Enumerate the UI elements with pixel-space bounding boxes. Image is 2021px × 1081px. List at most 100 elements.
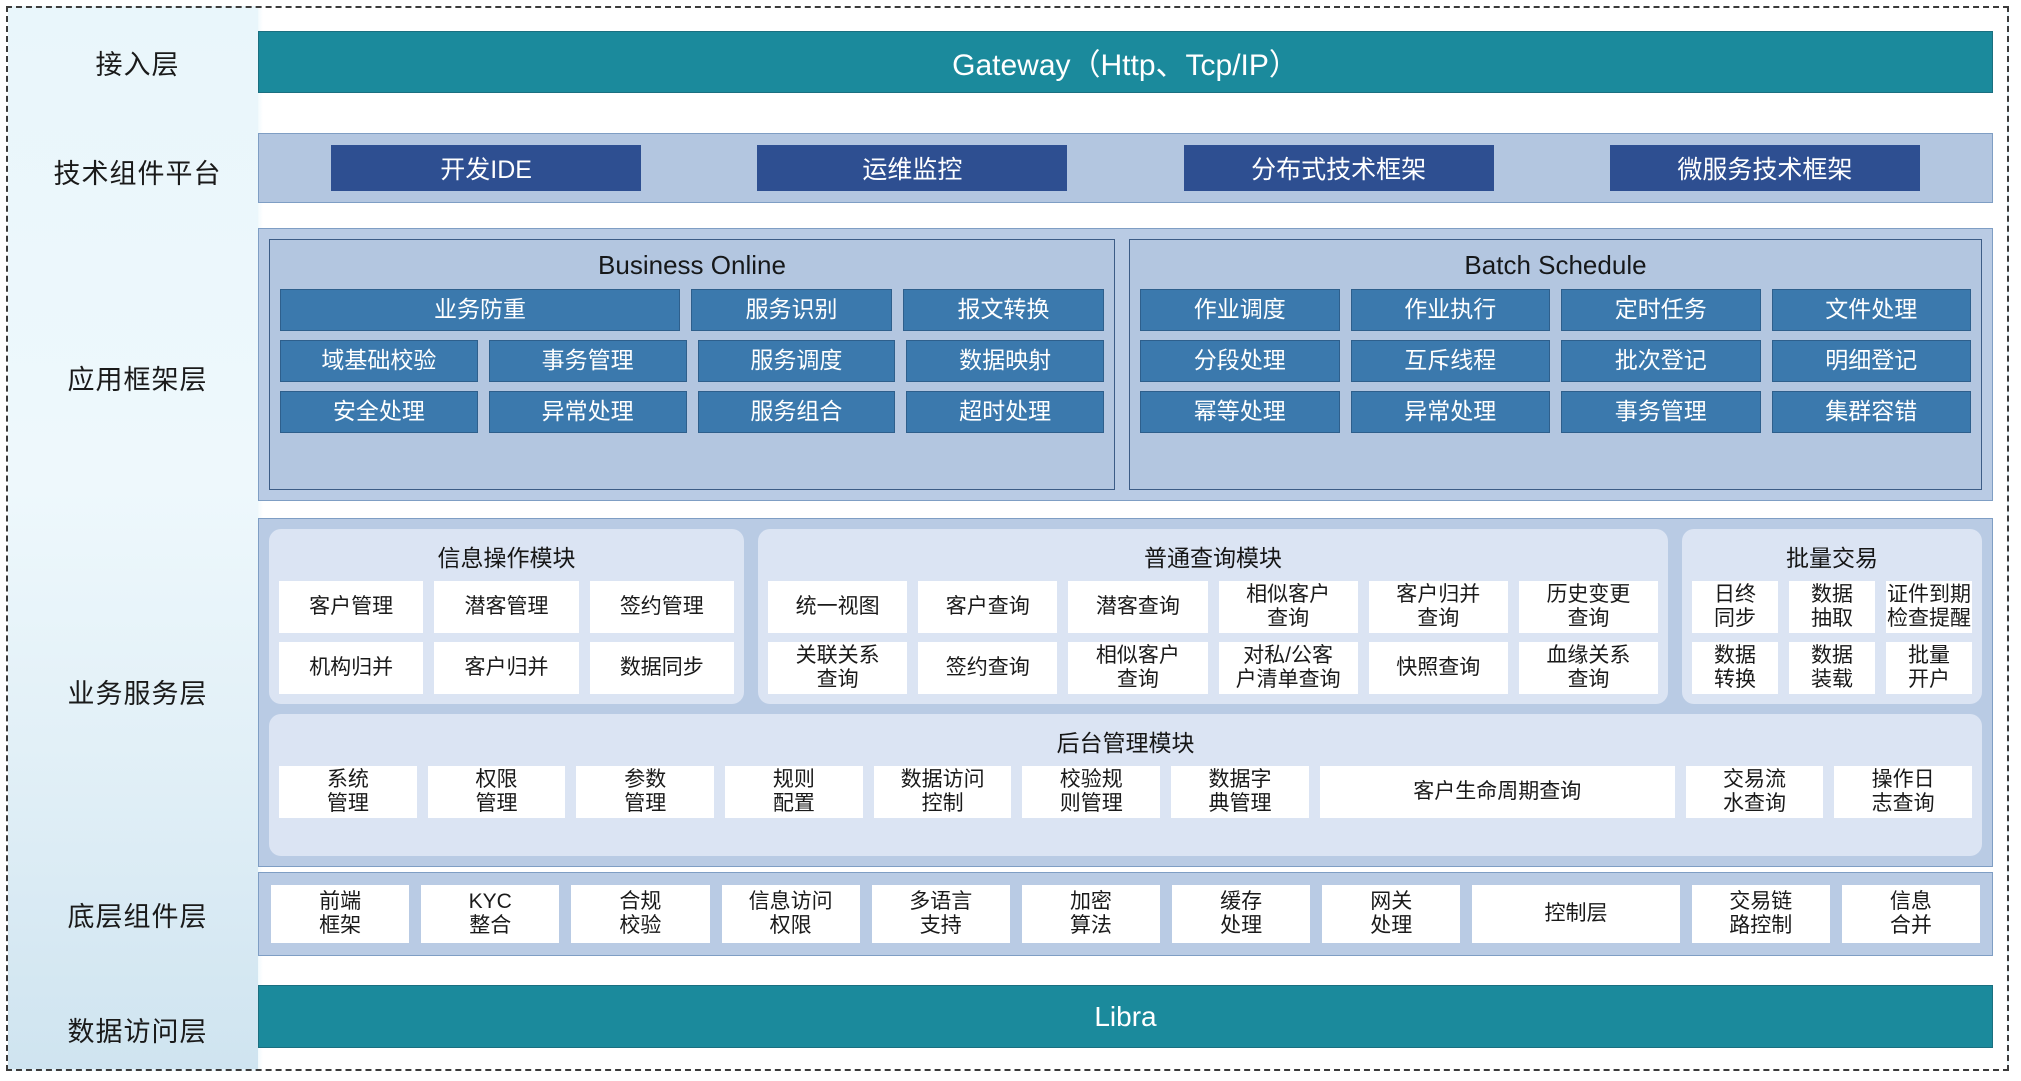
app-chip-domain-base-validation[interactable]: 域基础校验	[280, 340, 478, 382]
svc-chip-customer-management[interactable]: 客户管理	[279, 581, 424, 633]
batch-chip-idempotent-processing[interactable]: 幂等处理	[1140, 391, 1340, 433]
batch-chip-file-processing[interactable]: 文件处理	[1771, 289, 1971, 331]
batch-chip-scheduled-task[interactable]: 定时任务	[1561, 289, 1761, 331]
batch-chip-segment-processing[interactable]: 分段处理	[1140, 340, 1340, 382]
module-title-batch-transaction: 批量交易	[1786, 545, 1878, 571]
batch-chip-job-scheduling[interactable]: 作业调度	[1140, 289, 1340, 331]
query-chip-similar-customer-query[interactable]: 相似客户 查询	[1218, 581, 1358, 633]
app-row: 幂等处理 异常处理 事务管理 集群容错	[1140, 391, 1971, 433]
batch-chip-transaction-management[interactable]: 事务管理	[1561, 391, 1761, 433]
admin-chip-transaction-flow-query[interactable]: 交易流 水查询	[1685, 766, 1824, 818]
layer-label-component: 底层组件层	[67, 902, 208, 932]
batch-chip-mutex-thread[interactable]: 互斥线程	[1350, 340, 1550, 382]
query-chip-private-public-customer-list-query[interactable]: 对私/公客 户清单查询	[1218, 642, 1358, 694]
batchtx-chip-certificate-expiry-reminder[interactable]: 证件到期 检查提醒	[1886, 581, 1972, 633]
app-chip-service-composition[interactable]: 服务组合	[697, 391, 896, 433]
comp-chip-compliance-validation[interactable]: 合规 校验	[571, 885, 710, 943]
query-chip-similar-customer-query-2[interactable]: 相似客户 查询	[1068, 642, 1208, 694]
app-chip-timeout-processing[interactable]: 超时处理	[906, 391, 1104, 433]
module-row: 日终 同步 数据 抽取 证件到期 检查提醒	[1692, 581, 1972, 633]
module-batch-transaction: 批量交易 日终 同步 数据 抽取 证件到期 检查提醒 数据 转换 数据 装载 批…	[1682, 529, 1982, 704]
app-row: 业务防重 服务识别 报文转换	[280, 289, 1104, 331]
batch-chip-job-execution[interactable]: 作业执行	[1350, 289, 1550, 331]
query-chip-prospect-query[interactable]: 潜客查询	[1068, 581, 1208, 633]
tech-chip-microservice-framework[interactable]: 微服务技术框架	[1609, 145, 1920, 191]
batchtx-chip-data-loading[interactable]: 数据 装载	[1789, 642, 1875, 694]
libra-bar[interactable]: Libra	[258, 985, 1993, 1048]
module-backend-admin: 后台管理模块 系统 管理 权限 管理 参数 管理 规则 配置 数据访问 控制 校…	[269, 714, 1982, 856]
gateway-bar[interactable]: Gateway（Http、Tcp/IP）	[258, 31, 1993, 93]
query-chip-customer-merge-query[interactable]: 客户归并 查询	[1368, 581, 1508, 633]
admin-chip-validation-rule-management[interactable]: 校验规 则管理	[1022, 766, 1161, 818]
tech-platform-band: 开发IDE 运维监控 分布式技术框架 微服务技术框架	[258, 133, 1993, 203]
app-chip-exception-processing[interactable]: 异常处理	[488, 391, 687, 433]
admin-chip-parameter-management[interactable]: 参数 管理	[576, 766, 715, 818]
admin-chip-operation-log-query[interactable]: 操作日 志查询	[1834, 766, 1972, 818]
group-title-business-online: Business Online	[598, 250, 786, 280]
batch-chip-cluster-fault-tolerance[interactable]: 集群容错	[1771, 391, 1971, 433]
group-batch-schedule: Batch Schedule 作业调度 作业执行 定时任务 文件处理 分段处理 …	[1129, 239, 1982, 490]
app-framework-band: Business Online 业务防重 服务识别 报文转换 域基础校验 事务管…	[258, 228, 1993, 501]
module-title-info-operation: 信息操作模块	[437, 545, 576, 571]
app-chip-service-scheduling[interactable]: 服务调度	[697, 340, 896, 382]
query-chip-contract-query[interactable]: 签约查询	[918, 642, 1058, 694]
app-chip-business-dedup[interactable]: 业务防重	[280, 289, 680, 331]
query-chip-snapshot-query[interactable]: 快照查询	[1368, 642, 1508, 694]
app-chip-security-processing[interactable]: 安全处理	[280, 391, 478, 433]
admin-chip-data-access-control[interactable]: 数据访问 控制	[873, 766, 1012, 818]
tech-chip-ops-monitoring[interactable]: 运维监控	[757, 145, 1068, 191]
query-chip-lineage-relationship-query[interactable]: 血缘关系 查询	[1518, 642, 1659, 694]
query-chip-history-change-query[interactable]: 历史变更 查询	[1518, 581, 1659, 633]
comp-chip-gateway-processing[interactable]: 网关 处理	[1322, 885, 1461, 943]
module-row: 机构归并 客户归并 数据同步	[279, 642, 734, 694]
svc-chip-contract-management[interactable]: 签约管理	[589, 581, 734, 633]
batch-chip-batch-registration[interactable]: 批次登记	[1561, 340, 1761, 382]
batch-chip-exception-processing[interactable]: 异常处理	[1350, 391, 1550, 433]
admin-chip-customer-lifecycle-query[interactable]: 客户生命周期查询	[1319, 766, 1675, 818]
module-row: 关联关系 查询 签约查询 相似客户 查询 对私/公客 户清单查询 快照查询 血缘…	[768, 642, 1659, 694]
comp-chip-frontend-framework[interactable]: 前端 框架	[271, 885, 410, 943]
module-row: 统一视图 客户查询 潜客查询 相似客户 查询 客户归并 查询 历史变更 查询	[768, 581, 1659, 633]
admin-chip-data-dictionary-management[interactable]: 数据字 典管理	[1171, 766, 1309, 818]
comp-chip-cache-processing[interactable]: 缓存 处理	[1172, 885, 1311, 943]
query-chip-relationship-query[interactable]: 关联关系 查询	[768, 642, 908, 694]
svc-chip-institution-merge[interactable]: 机构归并	[279, 642, 424, 694]
layer-label-tech-platform: 技术组件平台	[53, 159, 222, 189]
module-row: 数据 转换 数据 装载 批量 开户	[1692, 642, 1972, 694]
module-title-general-query: 普通查询模块	[1144, 545, 1282, 571]
app-chip-data-mapping[interactable]: 数据映射	[906, 340, 1104, 382]
component-layer-band: 前端 框架 KYC 整合 合规 校验 信息访问 权限 多语言 支持 加密 算法 …	[258, 872, 1993, 956]
comp-chip-info-access-permission[interactable]: 信息访问 权限	[721, 885, 860, 943]
batchtx-chip-data-extraction[interactable]: 数据 抽取	[1789, 581, 1875, 633]
app-row: 安全处理 异常处理 服务组合 超时处理	[280, 391, 1104, 433]
comp-chip-encryption-algorithm[interactable]: 加密 算法	[1021, 885, 1161, 943]
comp-chip-kyc-integration[interactable]: KYC 整合	[421, 885, 560, 943]
tech-chip-distributed-framework[interactable]: 分布式技术框架	[1183, 145, 1494, 191]
batch-chip-detail-registration[interactable]: 明细登记	[1771, 340, 1971, 382]
comp-chip-multilanguage-support[interactable]: 多语言 支持	[871, 885, 1010, 943]
layer-label-access: 接入层	[95, 50, 180, 80]
module-general-query: 普通查询模块 统一视图 客户查询 潜客查询 相似客户 查询 客户归并 查询 历史…	[758, 529, 1668, 704]
comp-chip-control-layer[interactable]: 控制层	[1472, 885, 1680, 943]
group-business-online: Business Online 业务防重 服务识别 报文转换 域基础校验 事务管…	[269, 239, 1115, 490]
comp-chip-info-merge[interactable]: 信息 合并	[1841, 885, 1980, 943]
app-chip-service-identification[interactable]: 服务识别	[691, 289, 892, 331]
batchtx-chip-bulk-account-opening[interactable]: 批量 开户	[1886, 642, 1972, 694]
admin-chip-system-management[interactable]: 系统 管理	[279, 766, 417, 818]
admin-chip-rule-configuration[interactable]: 规则 配置	[725, 766, 863, 818]
group-title-batch-schedule: Batch Schedule	[1464, 250, 1647, 280]
svc-chip-data-sync[interactable]: 数据同步	[589, 642, 734, 694]
batchtx-chip-data-conversion[interactable]: 数据 转换	[1692, 642, 1778, 694]
admin-chip-permission-management[interactable]: 权限 管理	[427, 766, 566, 818]
query-chip-customer-query[interactable]: 客户查询	[918, 581, 1058, 633]
svc-chip-customer-merge[interactable]: 客户归并	[434, 642, 579, 694]
app-row: 域基础校验 事务管理 服务调度 数据映射	[280, 340, 1104, 382]
svc-chip-prospect-management[interactable]: 潜客管理	[434, 581, 579, 633]
query-chip-unified-view[interactable]: 统一视图	[768, 581, 908, 633]
comp-chip-transaction-chain-control[interactable]: 交易链 路控制	[1691, 885, 1830, 943]
tech-chip-dev-ide[interactable]: 开发IDE	[331, 145, 642, 191]
app-chip-message-conversion[interactable]: 报文转换	[903, 289, 1104, 331]
app-chip-transaction-management[interactable]: 事务管理	[488, 340, 687, 382]
batchtx-chip-eod-sync[interactable]: 日终 同步	[1692, 581, 1778, 633]
